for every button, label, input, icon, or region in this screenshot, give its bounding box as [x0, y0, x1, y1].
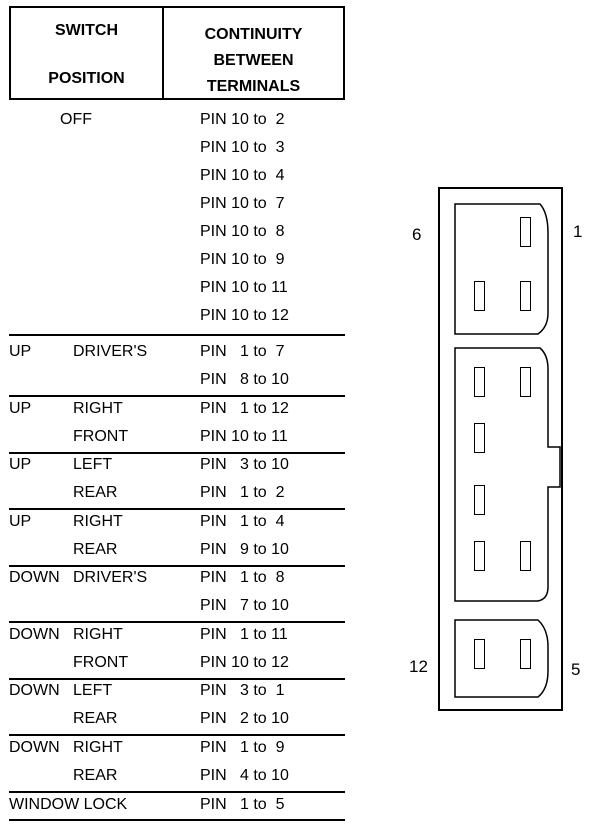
- row-divider: [9, 334, 345, 336]
- switch-position-heading: SWITCH: [54, 22, 119, 39]
- terminal-pin: [474, 541, 485, 571]
- terminal-label-12: 12: [409, 657, 428, 676]
- group-name: RIGHT: [73, 626, 123, 643]
- terminal-label-6: 6: [412, 225, 422, 244]
- row-divider: [9, 819, 345, 821]
- group-position: DOWN: [9, 569, 60, 586]
- group-pin: PIN 1 to 11: [200, 626, 288, 643]
- row-divider: [9, 791, 345, 793]
- group-name-2: FRONT: [73, 428, 129, 445]
- switch-position-heading-line2: POSITION: [48, 70, 125, 87]
- off-pin: PIN 10 to 4: [200, 167, 285, 184]
- connector-top-cavity: [454, 203, 549, 335]
- terminal-label-5: 5: [571, 660, 581, 679]
- group-name-2: FRONT: [73, 654, 129, 671]
- group-pin: PIN 8 to 10: [200, 371, 289, 388]
- off-pin: PIN 10 to 9: [200, 251, 285, 268]
- connector-middle-cavity: [454, 347, 561, 602]
- group-pin: PIN 9 to 10: [200, 541, 289, 558]
- off-pin: PIN 10 to 2: [200, 111, 285, 128]
- group-position: DOWN: [9, 626, 60, 643]
- row-divider: [9, 508, 345, 510]
- row-divider: [9, 734, 345, 736]
- group-name: RIGHT: [73, 400, 123, 417]
- continuity-heading-line: TERMINALS: [206, 78, 301, 95]
- group-position: UP: [9, 400, 32, 417]
- group-name-2: REAR: [73, 710, 118, 727]
- terminal-label-1: 1: [573, 222, 583, 241]
- group-pin: PIN 2 to 10: [200, 710, 289, 727]
- group-name: LEFT: [73, 682, 113, 699]
- header-divider: [162, 8, 164, 98]
- group-name: LEFT: [73, 456, 113, 473]
- group-pin: PIN 1 to 8: [200, 569, 285, 586]
- group-pin: PIN 1 to 4: [200, 513, 285, 530]
- terminal-pin: [520, 367, 531, 397]
- off-label: OFF: [60, 111, 92, 128]
- group-pin: PIN 4 to 10: [200, 767, 289, 784]
- row-divider: [9, 565, 345, 567]
- group-pin: PIN 3 to 1: [200, 682, 285, 699]
- table-header: SWITCH POSITION CONTINUITY BETWEEN TERMI…: [9, 6, 345, 100]
- group-position: UP: [9, 343, 32, 360]
- group-name-2: REAR: [73, 767, 118, 784]
- group-pin: PIN 10 to 12: [200, 654, 289, 671]
- group-pin: PIN 1 to 2: [200, 484, 285, 501]
- terminal-pin: [474, 423, 485, 453]
- row-divider: [9, 621, 345, 623]
- group-name: RIGHT: [73, 739, 123, 756]
- row-divider: [9, 395, 345, 397]
- group-pin: PIN 3 to 10: [200, 456, 289, 473]
- off-pin: PIN 10 to 7: [200, 195, 285, 212]
- window-lock-label: WINDOW LOCK: [9, 796, 128, 813]
- off-pin: PIN 10 to 8: [200, 223, 285, 240]
- group-position: UP: [9, 513, 32, 530]
- group-pin: PIN 1 to 9: [200, 739, 285, 756]
- continuity-heading-line: BETWEEN: [213, 52, 294, 69]
- terminal-pin: [474, 367, 485, 397]
- group-position: UP: [9, 456, 32, 473]
- terminal-pin: [520, 217, 531, 247]
- group-name: DRIVER'S: [73, 343, 148, 360]
- group-name-2: REAR: [73, 541, 118, 558]
- continuity-heading: CONTINUITY BETWEEN TERMINALS: [164, 22, 343, 100]
- terminal-pin: [520, 639, 531, 669]
- group-position: DOWN: [9, 682, 60, 699]
- off-pin: PIN 10 to 11: [200, 279, 288, 296]
- group-name-2: REAR: [73, 484, 118, 501]
- continuity-heading-line: CONTINUITY: [204, 26, 303, 43]
- row-divider: [9, 452, 345, 454]
- group-name: DRIVER'S: [73, 569, 148, 586]
- group-pin: PIN 1 to 7: [200, 343, 285, 360]
- terminal-pin: [520, 281, 531, 311]
- group-pin: PIN 7 to 10: [200, 597, 289, 614]
- terminal-pin: [474, 281, 485, 311]
- terminal-pin: [474, 639, 485, 669]
- off-pin: PIN 10 to 3: [200, 139, 285, 156]
- group-position: DOWN: [9, 739, 60, 756]
- off-pin: PIN 10 to 12: [200, 307, 289, 324]
- window-lock-pin: PIN 1 to 5: [200, 796, 285, 813]
- connector-bottom-cavity: [454, 619, 549, 698]
- connector-outline: [438, 187, 563, 711]
- group-pin: PIN 1 to 12: [200, 400, 289, 417]
- row-divider: [9, 678, 345, 680]
- group-pin: PIN 10 to 11: [200, 428, 288, 445]
- group-name: RIGHT: [73, 513, 123, 530]
- terminal-pin: [474, 485, 485, 515]
- terminal-pin: [520, 541, 531, 571]
